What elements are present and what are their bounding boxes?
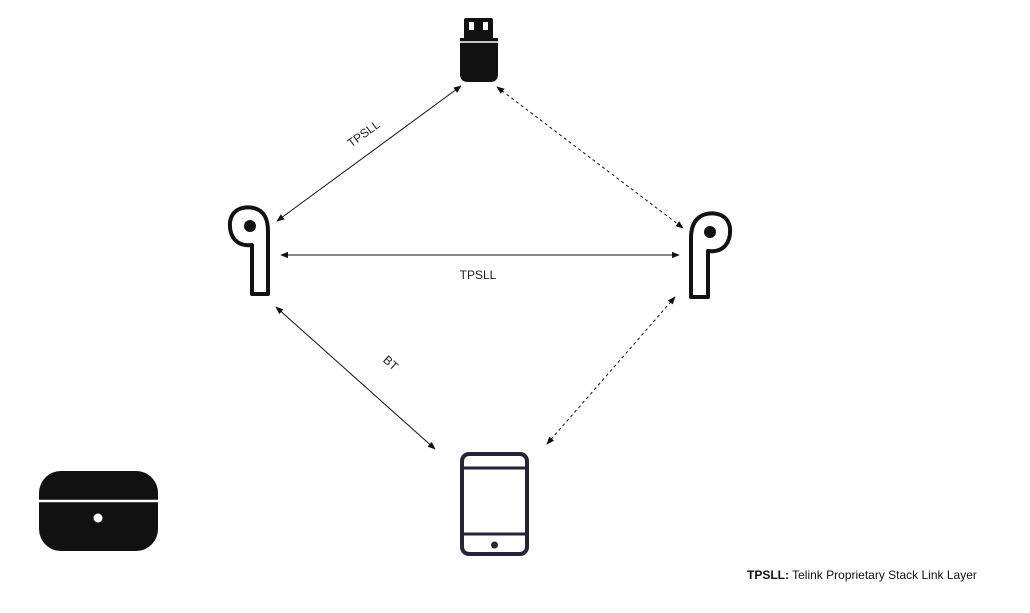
usb-dongle-icon: [460, 18, 498, 82]
right-earbud-icon: [689, 211, 733, 299]
edge-dongle-left-earbud: [276, 85, 462, 222]
legend: TPSLL: Telink Proprietary Stack Link Lay…: [747, 568, 977, 582]
edge-dongle-right-earbud: [496, 86, 684, 229]
edge-label-left-right: TPSLL: [460, 268, 497, 282]
edge-right-earbud-phone: [546, 296, 676, 445]
edge-label-left-phone: BT: [380, 353, 401, 374]
legend-term: TPSLL:: [747, 568, 789, 582]
legend-definition: Telink Proprietary Stack Link Layer: [792, 568, 977, 582]
charging-case-icon: [39, 471, 158, 551]
left-earbud-icon: [227, 205, 270, 296]
edge-label-dongle-left: TPSLL: [345, 117, 383, 150]
edge-left-earbud-phone: [275, 306, 436, 450]
smartphone-icon: [460, 452, 529, 556]
